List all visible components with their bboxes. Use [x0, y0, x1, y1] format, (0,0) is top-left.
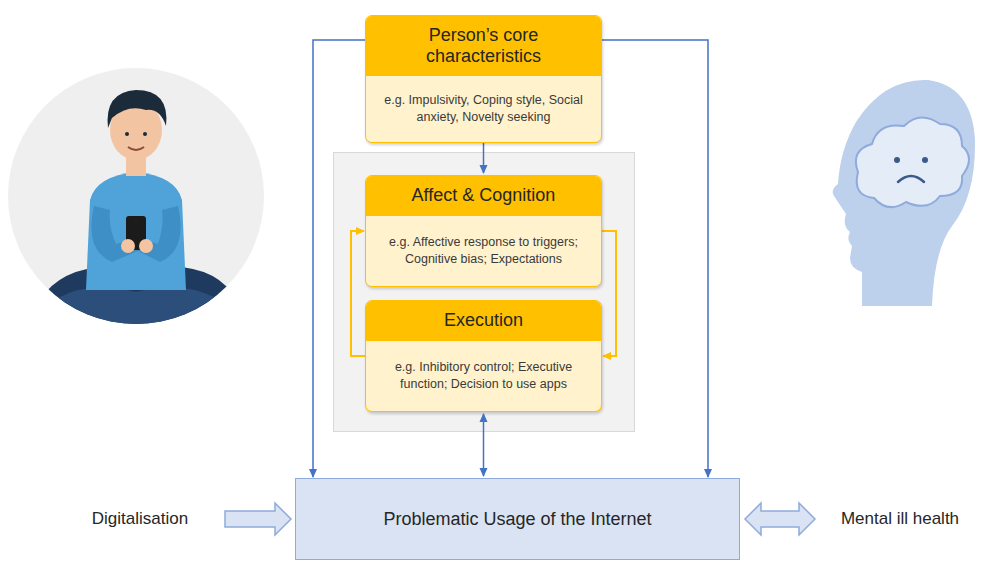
card-heading: Affect & Cognition [366, 176, 601, 216]
connector-arrow [483, 143, 485, 173]
card-heading: Person’s core characteristics [366, 16, 601, 76]
process-card: Person’s core characteristicse.g. Impuls… [365, 15, 602, 143]
connector-arrow [483, 414, 485, 476]
node-label: Problematic Usage of the Internet [373, 502, 661, 536]
card-body: e.g. Affective response to triggers; Cog… [366, 216, 601, 286]
phone-user-illustration [8, 68, 264, 330]
card-body: e.g. Impulsivity, Coping style, Social a… [366, 76, 601, 142]
label-node: Mental ill health [825, 508, 975, 530]
connector-arrow [602, 231, 616, 356]
label-node: Digitalisation [80, 508, 200, 530]
sad-head-illustration [833, 80, 975, 306]
node-label: Mental ill health [825, 508, 975, 530]
block-arrow [745, 503, 815, 535]
connector-arrow [313, 40, 365, 477]
node-label: Digitalisation [80, 508, 200, 530]
process-card: Executione.g. Inhibitory control; Execut… [365, 300, 602, 412]
central-box: Problematic Usage of the Internet [295, 478, 740, 560]
card-body: e.g. Inhibitory control; Executive funct… [366, 341, 601, 411]
connector-arrow [351, 231, 365, 356]
connector-arrow [602, 40, 708, 477]
process-card: Affect & Cognitione.g. Affective respons… [365, 175, 602, 287]
card-heading: Execution [366, 301, 601, 341]
block-arrow [225, 503, 291, 535]
